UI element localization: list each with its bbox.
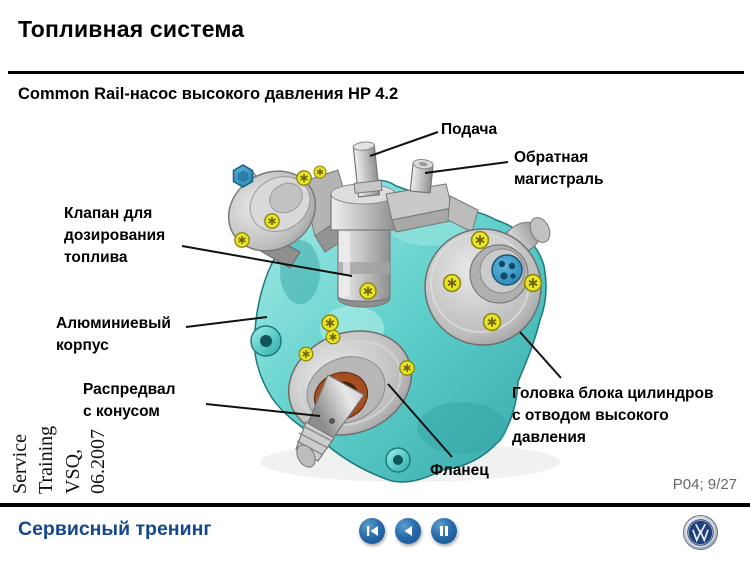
label-camshaft: Распредвал с конусом	[83, 381, 176, 420]
sidebar-text-vsq: VSQ,	[62, 448, 84, 494]
page-title: Топливная система	[18, 16, 245, 42]
high-pressure-outlet-icon	[491, 254, 523, 286]
skip-back-button[interactable]	[359, 518, 385, 544]
footer-brand: Сервисный тренинг	[18, 518, 212, 540]
footer-divider	[0, 503, 750, 507]
front-flange	[287, 329, 416, 468]
valve-blue-cap-icon	[232, 164, 254, 188]
label-supply: Подача	[441, 121, 498, 138]
step-back-icon	[404, 526, 412, 536]
label-return-line: Обратная магистраль	[514, 149, 604, 188]
leader-lines	[181, 131, 562, 458]
page-number: P04; 9/27	[672, 476, 737, 493]
skip-back-icon	[366, 526, 378, 536]
supply-port	[352, 141, 383, 198]
sidebar-text-date: 06.2007	[87, 429, 109, 494]
pause-icon	[440, 526, 448, 536]
cylinder-head-flange	[424, 217, 551, 346]
return-port	[385, 159, 479, 233]
sidebar-text-service: Service	[9, 434, 31, 494]
vw-logo	[683, 515, 718, 550]
slide-subtitle: Common Rail-насос высокого давления HP 4…	[18, 85, 399, 103]
camshaft-cone	[295, 374, 365, 468]
sidebar-text-training: Training	[35, 425, 57, 494]
label-cylinder-head: Головка блока цилиндров с отводом высоко…	[512, 385, 714, 446]
label-metering-valve: Клапан для дозирования топлива	[64, 205, 166, 266]
header-divider	[8, 71, 744, 74]
pause-button[interactable]	[431, 518, 457, 544]
label-flange: Фланец	[430, 462, 489, 479]
step-back-button[interactable]	[395, 518, 421, 544]
label-housing: Алюминиевый корпус	[56, 315, 171, 354]
